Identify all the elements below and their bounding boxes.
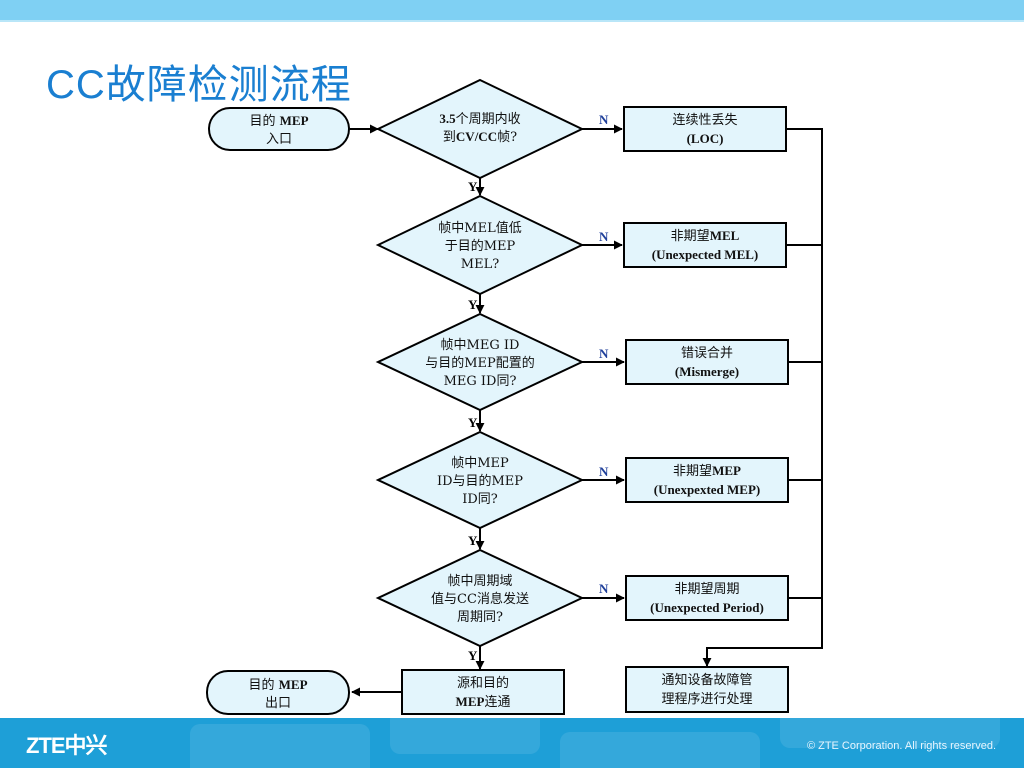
decision-1-received-ccm: 3.5个周期内收 到CV/CC帧? xyxy=(375,78,585,180)
notify-fault-management-box: 通知设备故障管 理程序进行处理 xyxy=(625,666,789,713)
yes-label-3: Y xyxy=(468,415,478,430)
footer-decoration xyxy=(190,724,370,768)
footer-decoration xyxy=(390,718,540,754)
error-box-unexpected-period: 非期望周期 (Unexpected Period) xyxy=(625,575,789,621)
connected-line1: 源和目的 xyxy=(457,675,509,691)
error-box-loc: 连续性丢失 (LOC) xyxy=(623,106,787,152)
error-box-unexpected-mep: 非期望MEP (Unexpexted MEP) xyxy=(625,457,789,503)
decision-4-mep-id-match: 帧中MEP ID与目的MEP ID同? xyxy=(375,430,585,530)
decision-5-line3: 周期同? xyxy=(457,610,503,625)
error-mismerge-line2: (Mismerge) xyxy=(675,364,739,379)
footer-decoration xyxy=(560,732,760,768)
yes-label-5: Y xyxy=(468,648,478,663)
error-mep-line1: 非期望MEP xyxy=(673,463,741,479)
error-mel-line2: (Unexpected MEL) xyxy=(652,247,759,262)
no-label-4: N xyxy=(599,464,609,479)
decision-5-line1: 帧中周期域 xyxy=(447,574,512,589)
copyright-text: © ZTE Corporation. All rights reserved. xyxy=(806,740,996,752)
error-period-line1: 非期望周期 xyxy=(674,581,739,597)
decision-3-line2: 与目的MEP配置的 xyxy=(425,355,535,371)
decision-3-meg-id-match: 帧中MEG ID 与目的MEP配置的 MEG ID同? xyxy=(375,312,585,412)
header-bar xyxy=(0,0,1024,20)
error-period-line2: (Unexpected Period) xyxy=(650,600,764,615)
notify-line1: 通知设备故障管 xyxy=(661,672,752,688)
decision-3-line1: 帧中MEG ID xyxy=(441,338,520,353)
start-terminal: 目的 MEP 入口 xyxy=(208,107,350,151)
decision-5-line2: 值与CC消息发送 xyxy=(431,591,529,607)
decision-4-line2: ID与目的MEP xyxy=(437,473,523,489)
slide-title: CC故障检测流程 xyxy=(46,63,352,107)
error-mep-line2: (Unexpexted MEP) xyxy=(654,482,761,497)
no-label-3: N xyxy=(599,346,609,361)
decision-2-line2: 于目的MEP xyxy=(445,238,516,254)
yes-label-2: Y xyxy=(468,297,478,312)
error-mismerge-line1: 错误合并 xyxy=(681,346,733,361)
error-mel-line1: 非期望MEL xyxy=(671,228,740,244)
notify-line2: 理程序进行处理 xyxy=(661,692,752,707)
zte-logo: ZTE中兴 xyxy=(26,733,108,758)
decision-2-line1: 帧中MEL值低 xyxy=(438,220,521,236)
footer-decoration xyxy=(780,718,1000,748)
no-label-5: N xyxy=(599,581,609,596)
connected-line2: MEP连通 xyxy=(456,694,511,710)
no-label-2: N xyxy=(599,229,609,244)
error-loc-line2: (LOC) xyxy=(687,131,724,146)
decision-3-line3: MEG ID同? xyxy=(444,374,517,389)
yes-label-4: Y xyxy=(468,533,478,548)
decision-2-mel-lower: 帧中MEL值低 于目的MEP MEL? xyxy=(375,194,585,296)
flowchart: 目的 MEP 入口 3.5个周期内收 到CV/CC帧? 帧中MEL值低 于目的M… xyxy=(206,78,823,715)
yes-label-1: Y xyxy=(468,179,478,194)
decision-2-line3: MEL? xyxy=(461,257,499,272)
footer-bar: ZTE中兴 © ZTE Corporation. All rights rese… xyxy=(0,718,1024,768)
decision-1-line1: 3.5个周期内收 xyxy=(439,111,520,127)
mep-connected-box: 源和目的 MEP连通 xyxy=(401,669,565,715)
decision-4-line3: ID同? xyxy=(462,492,498,507)
end-terminal: 目的 MEP 出口 xyxy=(206,670,350,715)
decision-1-line2: 到CV/CC帧? xyxy=(443,129,517,145)
end-label-line2: 出口 xyxy=(265,696,291,711)
error-box-mismerge: 错误合并 (Mismerge) xyxy=(625,339,789,385)
error-box-unexpected-mel: 非期望MEL (Unexpected MEL) xyxy=(623,222,787,268)
end-label-line1: 目的 MEP xyxy=(248,677,307,693)
decision-4-line1: 帧中MEP xyxy=(451,456,509,471)
no-label-1: N xyxy=(599,112,609,127)
collector-lines xyxy=(702,128,823,667)
start-label-line1: 目的 MEP xyxy=(249,113,308,129)
start-label-line2: 入口 xyxy=(266,132,292,147)
decision-5-period-match: 帧中周期域 值与CC消息发送 周期同? xyxy=(375,548,585,648)
header-divider xyxy=(0,20,1024,22)
error-loc-line1: 连续性丢失 xyxy=(672,112,737,128)
